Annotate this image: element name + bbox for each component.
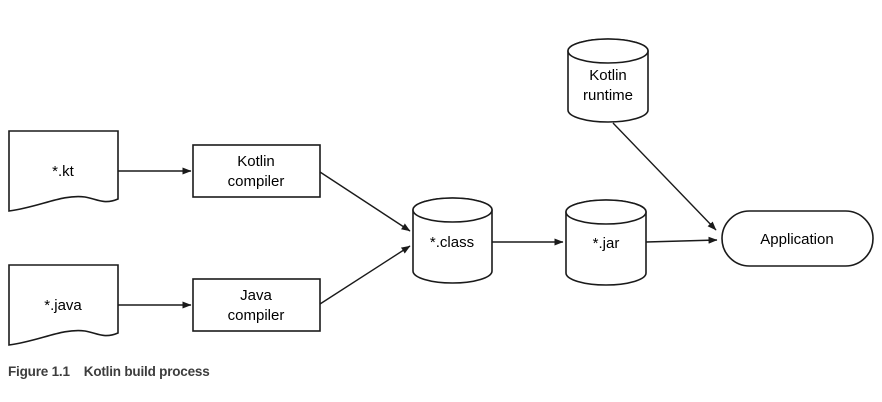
figure-caption-label: Figure 1.1 — [8, 364, 70, 379]
java-document-shape — [8, 264, 119, 346]
class-cylinder-top — [412, 197, 493, 223]
edge-kotlin-compiler-to-class — [319, 171, 411, 232]
java-compiler-label-line2: compiler — [228, 307, 285, 324]
figure-caption: Figure 1.1 Kotlin build process — [8, 364, 210, 379]
kotlin-compiler-label-line2: compiler — [228, 173, 285, 190]
kt-document-shape — [8, 130, 119, 212]
application-terminator — [721, 210, 874, 267]
edge-kotlin-runtime-to-application — [612, 122, 717, 231]
edge-jar-to-application — [645, 236, 718, 244]
edge-java-compiler-to-class — [319, 245, 411, 305]
kt-document-label: *.kt — [52, 163, 75, 180]
jar-cylinder-top — [565, 199, 647, 225]
kotlin-runtime-label-line1: Kotlin — [589, 67, 627, 84]
kotlin-compiler-label-line1: Kotlin — [237, 153, 275, 170]
class-cylinder-label: *.class — [430, 234, 474, 251]
figure-caption-title: Kotlin build process — [83, 364, 210, 379]
kotlin-compiler-box — [192, 144, 321, 198]
kotlin-runtime-label-line2: runtime — [583, 87, 633, 104]
java-document-label: *.java — [44, 297, 82, 314]
application-label: Application — [760, 231, 833, 248]
kotlin-runtime-cylinder-top — [567, 38, 649, 64]
java-compiler-label-line1: Java — [240, 287, 272, 304]
jar-cylinder-label: *.jar — [593, 235, 620, 252]
java-compiler-box — [192, 278, 321, 332]
